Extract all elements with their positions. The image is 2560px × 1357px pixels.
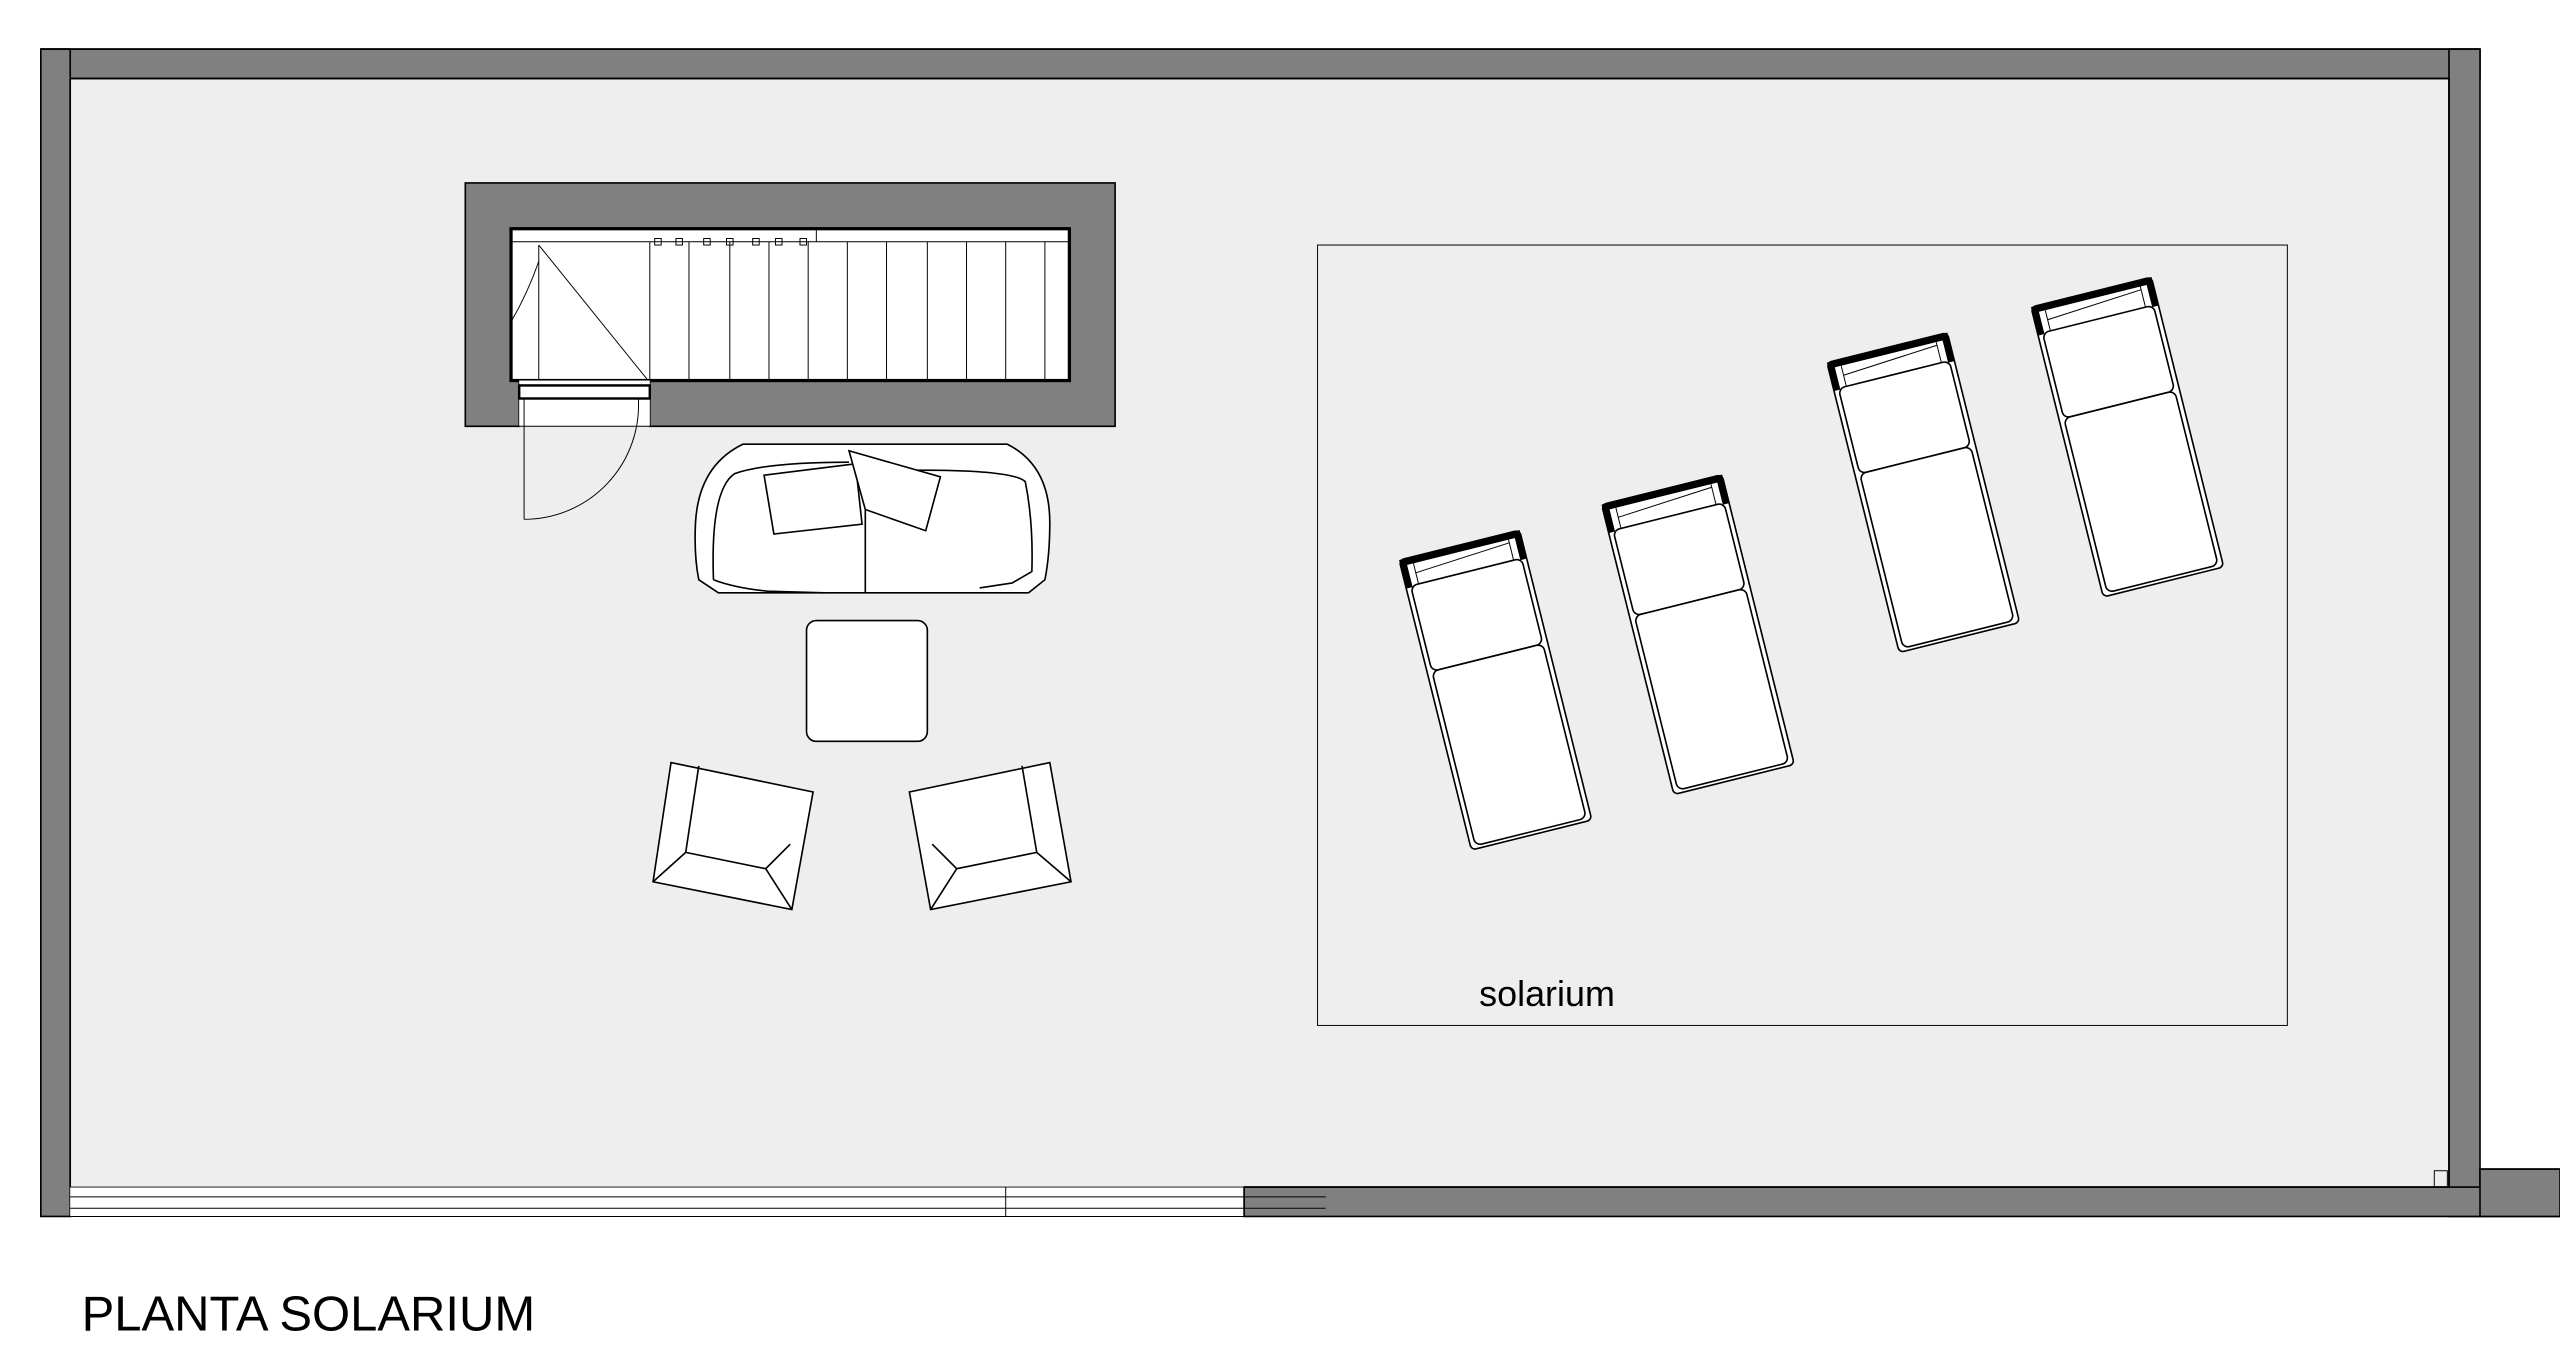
solarium-zone (1317, 244, 2288, 1026)
solarium-label: solarium (1479, 973, 1615, 1014)
sun-lounger (2031, 277, 2224, 597)
sun-lounger (1399, 530, 1592, 850)
stair-core (464, 182, 1116, 428)
door-frame (517, 384, 652, 400)
coffee-table (805, 619, 929, 743)
sun-lounger (1826, 332, 2020, 653)
armchair-right (908, 761, 1072, 911)
sun-lounger (1601, 474, 1795, 795)
stair-treads (510, 228, 1046, 381)
plan-title: PLANTA SOLARIUM (82, 1288, 536, 1342)
outer-walls (40, 48, 2560, 1218)
window-glazing (70, 1186, 1326, 1217)
sofa (694, 443, 1051, 594)
door[interactable] (523, 398, 640, 520)
stair-handrail-posts (654, 238, 808, 246)
armchair-left (652, 761, 815, 911)
